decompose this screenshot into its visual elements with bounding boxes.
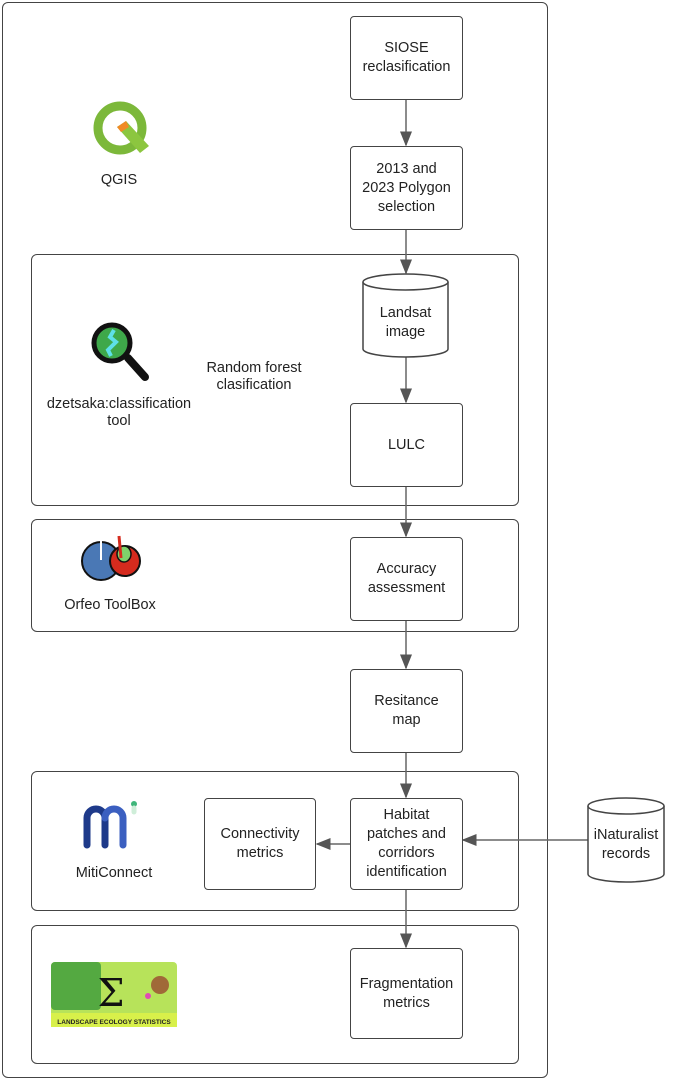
svg-text:LANDSCAPE ECOLOGY STATISTICS: LANDSCAPE ECOLOGY STATISTICS	[57, 1019, 171, 1026]
outer-frame	[2, 2, 548, 1078]
step-inaturalist-records: iNaturalist records	[593, 827, 659, 862]
step-lulc: LULC	[350, 403, 463, 487]
miticonnect-logo-icon	[83, 801, 137, 849]
svg-text:Σ: Σ	[98, 971, 125, 1015]
magnifier-icon	[91, 322, 149, 381]
landsat-cylinder	[362, 273, 449, 358]
step-fragmentation-metrics: Fragmentation metrics	[350, 948, 463, 1039]
landscape-ecology-statistics-logo: Σ LANDSCAPE ECOLOGY STATISTICS	[51, 962, 177, 1027]
inaturalist-cylinder	[587, 797, 665, 883]
orfeo-logo-icon	[81, 535, 141, 581]
step-landsat-image: Landsat image	[379, 305, 432, 340]
group-fragmentation	[31, 925, 519, 1064]
group-classification	[31, 254, 519, 506]
step-siose-reclassification: SIOSE reclasification	[350, 16, 463, 100]
qgis-label: QGIS	[100, 172, 138, 188]
step-habitat-identification: Habitat patches and corridors identifica…	[350, 798, 463, 890]
group-connectivity	[31, 771, 519, 911]
dzetsaka-label: dzetsaka:classification tool	[46, 396, 192, 429]
orfeo-label: Orfeo ToolBox	[64, 597, 156, 613]
group-accuracy	[31, 519, 519, 632]
step-accuracy-assessment: Accuracy assessment	[350, 537, 463, 621]
step-polygon-selection: 2013 and 2023 Polygon selection	[350, 146, 463, 230]
miticonnect-label: MitiConnect	[75, 865, 153, 881]
qgis-logo-icon	[93, 101, 149, 155]
step-connectivity-metrics: Connectivity metrics	[204, 798, 316, 890]
random-forest-label: Random forest clasification	[206, 360, 302, 393]
step-resistance-map: Resitance map	[350, 669, 463, 753]
